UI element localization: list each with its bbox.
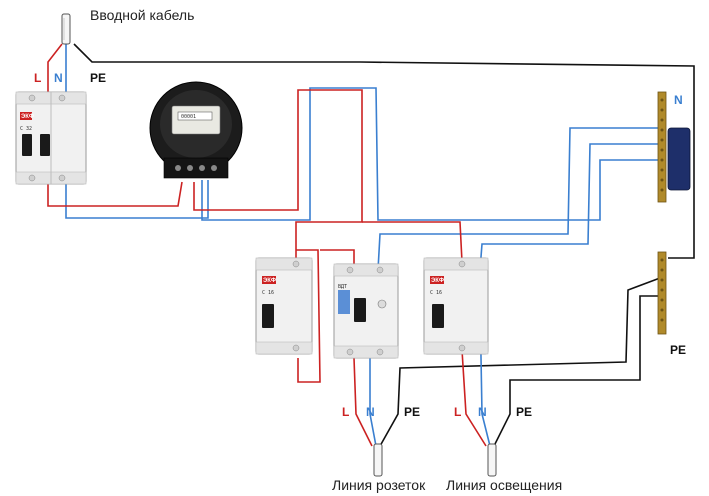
light-l-label: L	[454, 405, 461, 419]
neutral-breaker-meter	[65, 176, 209, 219]
input-pe-label: PE	[90, 71, 106, 85]
earth-bus-label: PE	[670, 343, 686, 357]
phase-wires	[47, 43, 487, 447]
socket-breaker-handle[interactable]	[262, 304, 274, 328]
main-breaker-rating: C 32	[20, 126, 32, 132]
socket-branch-breaker: ЭКФ C 16	[255, 257, 313, 355]
light-pe-label: PE	[516, 405, 532, 419]
light-breaker-handle[interactable]	[432, 304, 444, 328]
neutral-meter-bus	[201, 87, 664, 221]
main-breaker-brand: ЭКФ	[21, 114, 34, 120]
rcd-handle[interactable]	[354, 298, 366, 322]
light-breaker-rating: C 16	[430, 290, 442, 296]
phase-meter-out	[193, 89, 363, 262]
phase-breaker-meter	[47, 176, 183, 207]
socket-line-cable	[373, 443, 383, 477]
phase-rcd-in	[320, 249, 355, 270]
main-breaker: ЭКФ C 32	[15, 91, 87, 185]
neutral-bus-holder	[667, 127, 691, 191]
socket-breaker-rating: C 16	[262, 290, 274, 296]
socket-breaker-logo	[262, 276, 276, 284]
rcd-device: ВДТ	[333, 263, 399, 359]
input-cable	[61, 13, 71, 45]
lighting-line-cable	[487, 443, 497, 477]
phase-light-down	[461, 349, 487, 447]
pe-light-wire	[493, 295, 660, 447]
light-breaker-brand: ЭКФ	[431, 278, 444, 284]
rcd-info-panel	[338, 290, 350, 314]
main-breaker-handle-l[interactable]	[22, 134, 32, 156]
input-l-label: L	[34, 71, 41, 85]
neutral-rcd-socket	[369, 358, 377, 447]
main-breaker-handle-n[interactable]	[40, 134, 50, 156]
electricity-meter: 00001	[149, 81, 243, 179]
phase-to-rcd	[296, 249, 321, 383]
phase-to-light-breaker	[362, 221, 463, 263]
socket-breaker-brand: ЭКФ	[263, 278, 276, 284]
light-n-label: N	[478, 405, 487, 419]
input-n-label: N	[54, 71, 63, 85]
socket-line-label: Линия розеток	[332, 477, 426, 493]
meter-terminal-block	[163, 157, 229, 179]
socket-l-label: L	[342, 405, 349, 419]
phase-input-wire	[47, 43, 63, 92]
rcd-test-button[interactable]	[377, 299, 387, 309]
socket-pe-label: PE	[404, 405, 420, 419]
earth-bus-bar	[657, 251, 667, 335]
input-cable-label: Вводной кабель	[90, 7, 194, 23]
neutral-bus-label: N	[674, 93, 683, 107]
lighting-line-label: Линия освещения	[446, 477, 562, 493]
pe-socket-wire	[379, 277, 661, 447]
neutral-bus-light	[479, 143, 664, 271]
phase-rcd-socket	[353, 357, 373, 447]
lighting-branch-breaker: ЭКФ C 16	[423, 257, 489, 355]
pe-wires	[73, 43, 695, 447]
neutral-wires	[65, 44, 664, 447]
pe-main-wire	[73, 43, 695, 259]
socket-n-label: N	[366, 405, 375, 419]
neutral-bus-bar	[657, 91, 691, 203]
main-breaker-logo	[20, 112, 32, 120]
neutral-bus-rcd	[377, 127, 664, 271]
rcd-label: ВДТ	[338, 284, 347, 290]
meter-display: 00001	[181, 114, 196, 120]
light-breaker-logo	[430, 276, 444, 284]
